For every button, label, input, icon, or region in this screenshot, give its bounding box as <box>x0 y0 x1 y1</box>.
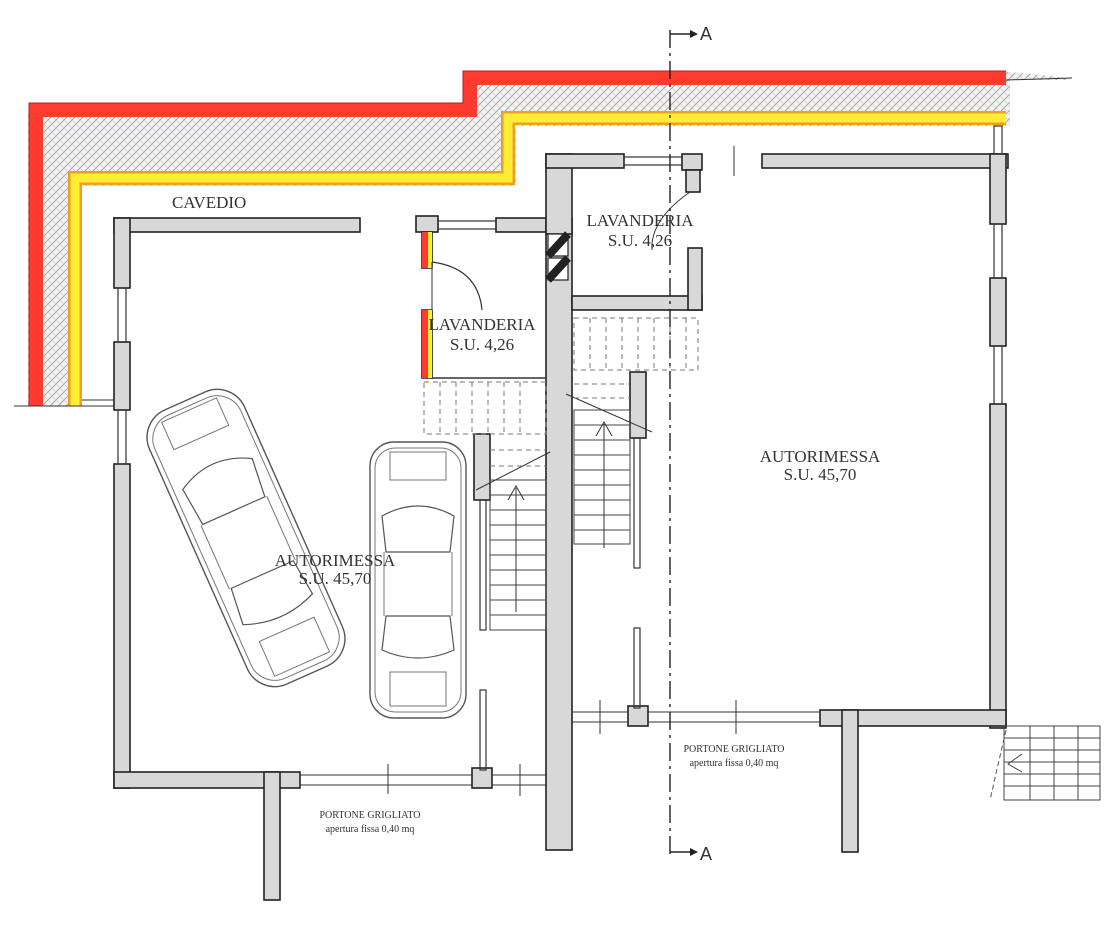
cavedio-label: CAVEDIO <box>172 193 246 212</box>
section-label-top: A <box>700 24 712 44</box>
portone-left-sub: apertura fissa 0,40 mq <box>326 824 415 835</box>
insulation-layer <box>68 111 1006 406</box>
section-label-bottom: A <box>700 844 712 864</box>
autorimessa-right-area: S.U. 45,70 <box>784 465 857 484</box>
lavanderia-insulation-left <box>422 232 432 378</box>
autorimessa-right-name: AUTORIMESSA <box>760 447 881 466</box>
arrow-up-icon <box>507 484 525 612</box>
autorimessa-left-name: AUTORIMESSA <box>275 551 396 570</box>
right-stairs <box>565 317 699 548</box>
portone-right-sub: apertura fissa 0,40 mq <box>690 758 779 769</box>
car-outline-icon <box>146 388 346 688</box>
lavanderia-right-area: S.U. 4,26 <box>608 231 672 250</box>
lavanderia-left-name: LAVANDERIA <box>428 315 536 334</box>
external-steps <box>989 725 1101 801</box>
lavanderia-left-area: S.U. 4,26 <box>450 335 514 354</box>
left-stairs <box>423 381 551 631</box>
right-unit-walls <box>545 125 1009 853</box>
car-outline-icon <box>369 441 467 719</box>
arrow-up-icon <box>595 420 613 548</box>
left-unit-walls <box>113 153 573 901</box>
section-line: A A <box>669 24 712 864</box>
door-swing-icon <box>431 261 483 311</box>
portone-left-label: PORTONE GRIGLIATO <box>320 810 421 821</box>
waterproofing-layer <box>28 70 1006 406</box>
soil-hatch <box>28 72 1070 406</box>
lavanderia-right-name: LAVANDERIA <box>586 211 694 230</box>
portone-right-label: PORTONE GRIGLIATO <box>684 744 785 755</box>
ground-lines <box>14 77 1073 407</box>
autorimessa-left-area: S.U. 45,70 <box>299 569 372 588</box>
